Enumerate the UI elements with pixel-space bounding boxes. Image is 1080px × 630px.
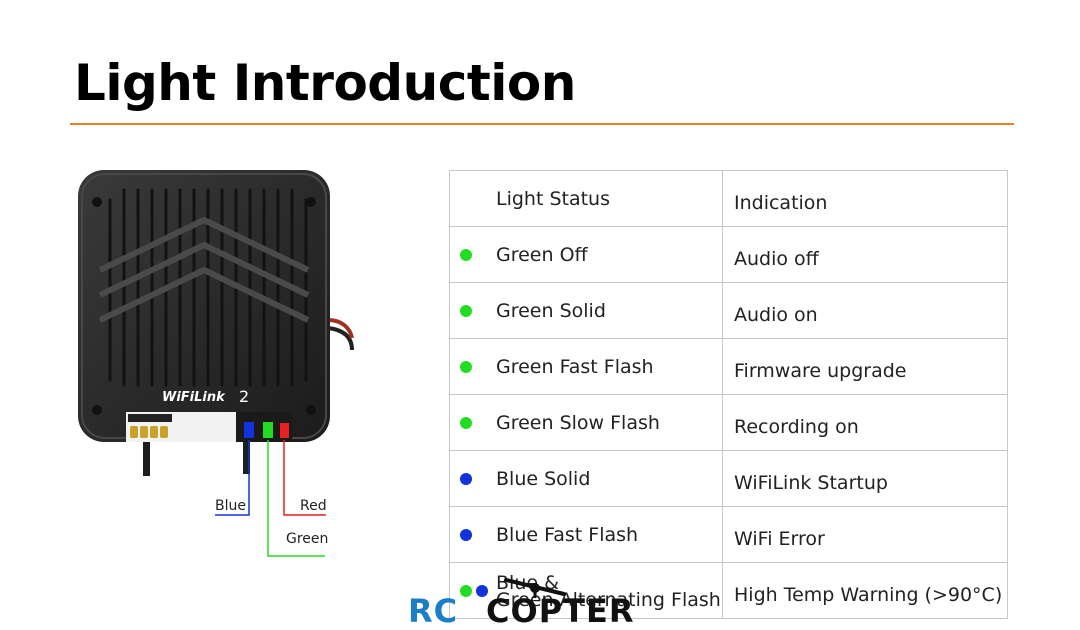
green-led-dot xyxy=(460,248,472,261)
status-label: Green Slow Flash xyxy=(496,411,660,434)
status-label: Green Solid xyxy=(496,299,606,322)
green-led-dot xyxy=(460,360,472,373)
header-light-status: Light Status xyxy=(449,170,723,227)
indication-label: WiFi Error xyxy=(722,506,1008,563)
wire-label-green: Green xyxy=(286,531,329,547)
wire-label-red: Red xyxy=(300,498,327,514)
blue-led-dot xyxy=(460,528,472,541)
table-row: Green Solid Audio on xyxy=(449,282,1008,339)
indication-label: Firmware upgrade xyxy=(722,338,1008,395)
status-label: Green Off xyxy=(496,243,588,266)
header-indication: Indication xyxy=(722,170,1008,227)
green-led-dot xyxy=(460,584,472,597)
light-status-table: Light Status Indication Green Off Audio … xyxy=(449,170,1008,619)
table-row: Green Fast Flash Firmware upgrade xyxy=(449,338,1008,395)
table-row: Blue &Green Alternating Flash High Temp … xyxy=(449,562,1008,619)
table-row: Green Slow Flash Recording on xyxy=(449,394,1008,451)
svg-text:RC: RC xyxy=(408,592,458,630)
blue-led-dot xyxy=(460,472,472,485)
svg-text:COPTER: COPTER xyxy=(486,592,634,630)
svg-text:2: 2 xyxy=(239,387,249,406)
table-header-row: Light Status Indication xyxy=(449,170,1008,227)
blue-led-dot xyxy=(476,584,488,597)
indication-label: High Temp Warning (>90°C) xyxy=(722,562,1008,619)
table-row: Blue Fast Flash WiFi Error xyxy=(449,506,1008,563)
status-label: Blue Solid xyxy=(496,467,591,490)
green-led-dot xyxy=(460,304,472,317)
status-label: Green Fast Flash xyxy=(496,355,654,378)
table-row: Green Off Audio off xyxy=(449,226,1008,283)
title-divider xyxy=(70,123,1014,125)
indication-label: Recording on xyxy=(722,394,1008,451)
svg-text:WiFiLink: WiFiLink xyxy=(162,390,226,405)
indication-label: Audio on xyxy=(722,282,1008,339)
green-led-dot xyxy=(460,416,472,429)
status-label: Blue Fast Flash xyxy=(496,523,639,546)
table-row: Blue Solid WiFiLink Startup xyxy=(449,450,1008,507)
rc-copter-logo: RC COPTER xyxy=(408,578,634,630)
indication-label: Audio off xyxy=(722,226,1008,283)
wire-label-blue: Blue xyxy=(215,498,246,514)
wifilink-device-image: WiFiLink 2 xyxy=(78,170,354,557)
indication-label: WiFiLink Startup xyxy=(722,450,1008,507)
page-title: Light Introduction xyxy=(74,54,576,112)
